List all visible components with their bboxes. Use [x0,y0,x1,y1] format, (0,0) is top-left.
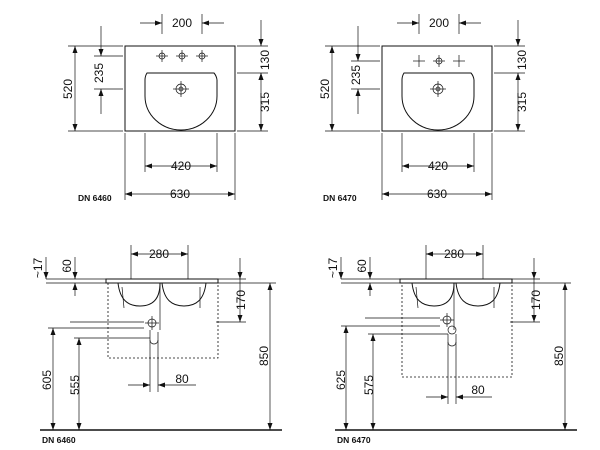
tap-hole-right [196,50,208,62]
vanity-outline [401,282,513,378]
top-view-dn6470: 200 520 235 130 315 420 630 DN 6470 [318,14,529,203]
model-label: DN 6460 [42,435,76,445]
dim-bowl-depth: 315 [258,92,272,112]
model-label: DN 6470 [323,193,357,203]
drain-symbol [440,313,454,327]
dim-total-height: 850 [552,346,566,366]
dim-rim-height: 60 [60,259,74,273]
drain-symbol [430,81,446,97]
dim-rim-to-bowl: 130 [515,50,529,70]
dim-hole-to-drain: 235 [92,63,106,83]
dim-bowl-width: 420 [171,159,191,173]
dim-drain-height-outer: 625 [334,370,348,390]
drain-symbol [145,316,159,330]
dim-overhang: ~17 [31,257,45,278]
dim-drain-offset: 80 [175,372,189,386]
model-label: DN 6460 [78,193,112,203]
side-view-dn6460: ~17 60 280 170 850 605 555 80 DN [31,245,282,445]
bowl-profile [117,282,161,307]
dim-overhang: ~17 [326,257,340,278]
dim-rim-to-bowl: 130 [258,50,272,70]
dim-bowl-height: 170 [234,290,248,310]
basin-rim [399,278,513,284]
dim-rim-height: 60 [355,259,369,273]
bowl-outline [144,72,218,131]
basin-outline [124,45,236,132]
tap-hole-right [453,55,465,67]
dim-top-width: 200 [172,16,192,30]
vanity-outline [107,282,219,359]
dim-depth: 520 [318,79,332,99]
dim-top-width: 280 [149,247,169,261]
model-label: DN 6470 [337,435,371,445]
tap-hole-center [433,55,445,67]
basin-outline [381,45,493,132]
drain-symbol [173,81,189,97]
bowl-profile [411,282,455,307]
dim-depth: 520 [61,79,75,99]
dim-top-width: 280 [444,247,464,261]
dim-bowl-height: 170 [529,290,543,310]
dim-bowl-width: 420 [428,159,448,173]
tap-hole-left [413,55,425,67]
dim-drain-height-outer: 605 [40,370,54,390]
basin-rim [105,278,219,284]
dim-drain-height-inner: 575 [362,375,376,395]
bowl-outline [401,72,475,131]
tap-hole-center [176,50,188,62]
top-view-dn6460: 200 520 235 130 315 420 6 [61,14,272,203]
dim-total-height: 850 [257,346,271,366]
dim-top-width: 200 [429,16,449,30]
tap-hole-left [156,50,168,62]
side-view-dn6470: ~17 60 280 170 850 625 575 80 DN [326,245,577,445]
dim-bowl-depth: 315 [515,92,529,112]
dim-drain-height-inner: 555 [68,375,82,395]
dim-total-width: 630 [427,187,447,201]
dim-hole-to-drain: 235 [349,65,363,85]
dim-drain-offset: 80 [471,383,485,397]
dim-total-width: 630 [170,187,190,201]
